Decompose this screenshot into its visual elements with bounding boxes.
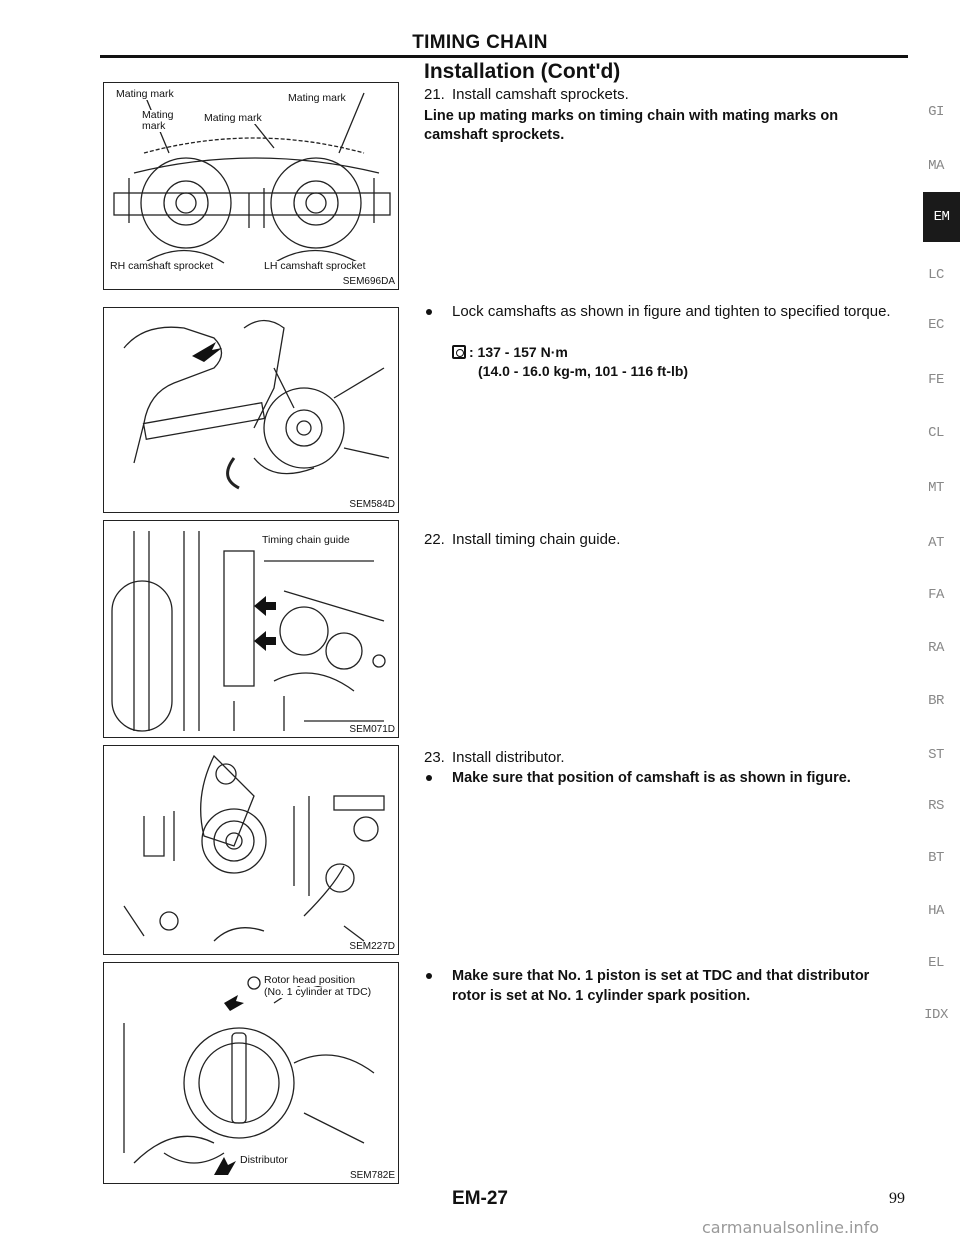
- side-tab-idx[interactable]: IDX: [924, 1007, 948, 1023]
- side-tab-lc[interactable]: LC: [928, 267, 944, 283]
- label-distributor: Distributor: [240, 1154, 288, 1166]
- side-tab-ec[interactable]: EC: [928, 317, 944, 333]
- side-tab-ma[interactable]: MA: [928, 158, 944, 174]
- label-timing-chain-guide: Timing chain guide: [262, 534, 350, 546]
- torque-wrench-icon: [452, 345, 466, 359]
- wrench-illustration: [123, 319, 390, 490]
- bullet-text: Lock camshafts as shown in figure and ti…: [452, 303, 891, 320]
- step-22: 22. Install timing chain guide.: [424, 530, 894, 550]
- side-tab-cl[interactable]: CL: [928, 425, 944, 441]
- bullet-lock-camshafts: Lock camshafts as shown in figure and ti…: [424, 302, 909, 346]
- side-tab-br[interactable]: BR: [928, 693, 944, 709]
- header-rule: [100, 55, 908, 58]
- torque-spec: : 137 - 157 N·m: [452, 343, 568, 362]
- sprocket-illustration: [113, 92, 391, 264]
- figure-code: SEM782E: [349, 1170, 395, 1181]
- label-rotor-head-position: Rotor head position: [264, 974, 356, 986]
- page-number: 99: [889, 1190, 905, 1207]
- figure-timing-chain-guide: Timing chain guide SEM071D: [103, 520, 399, 738]
- bullet-camshaft-position: Make sure that position of camshaft is a…: [424, 768, 909, 790]
- page-code: EM-27: [452, 1188, 508, 1209]
- bullet-text: Make sure that No. 1 piston is set at TD…: [452, 968, 870, 1004]
- camshaft-position-illustration: [123, 754, 385, 942]
- bullet-dot: [426, 973, 432, 979]
- figure-distributor-rotor: Rotor head position (No. 1 cylinder at T…: [103, 962, 399, 1184]
- figure-code: SEM696DA: [342, 276, 395, 287]
- label-mating-mark-center-b: mark: [142, 120, 166, 132]
- step-text: Install distributor.: [452, 749, 565, 766]
- bullet-piston-tdc: Make sure that No. 1 piston is set at TD…: [424, 966, 909, 1010]
- side-tab-mt[interactable]: MT: [928, 480, 944, 496]
- side-tab-fa[interactable]: FA: [928, 587, 944, 603]
- label-mating-mark-left: Mating mark: [116, 88, 174, 100]
- side-tab-em[interactable]: EM: [923, 192, 960, 242]
- label-lh-sprocket: LH camshaft sprocket: [264, 260, 366, 272]
- side-tab-ha[interactable]: HA: [928, 903, 944, 919]
- watermark-text: carmanualsonline.info: [702, 1218, 880, 1237]
- figure-code: SEM227D: [349, 941, 395, 952]
- side-tab-bt[interactable]: BT: [928, 850, 944, 866]
- side-tab-st[interactable]: ST: [928, 747, 944, 763]
- label-rotor-cylinder-tdc: (No. 1 cylinder at TDC): [264, 986, 372, 998]
- side-tab-at[interactable]: AT: [928, 535, 944, 551]
- bullet-text: Make sure that position of camshaft is a…: [452, 770, 851, 786]
- step-number: 21.: [424, 86, 445, 103]
- note-mating-marks: Line up mating marks on timing chain wit…: [424, 108, 839, 143]
- figure-code: SEM584D: [349, 499, 395, 510]
- distributor-illustration: [123, 976, 375, 1175]
- bullet-dot: [426, 775, 432, 781]
- step-number: 22.: [424, 531, 445, 548]
- page-header-title: TIMING CHAIN: [412, 32, 548, 53]
- side-tab-ra[interactable]: RA: [928, 640, 944, 656]
- label-mating-mark-center-a: Mating: [142, 109, 174, 121]
- label-mating-mark-center-c: Mating mark: [204, 112, 262, 124]
- torque-value: : 137 - 157 N·m: [469, 344, 568, 360]
- side-tab-rs[interactable]: RS: [928, 798, 944, 814]
- figure-camshaft-sprockets: Mating mark Mating mark Mating mark Mati…: [103, 82, 399, 290]
- side-tab-gi[interactable]: GI: [928, 104, 944, 120]
- chain-guide-illustration: [111, 531, 386, 732]
- step-number: 23.: [424, 749, 445, 766]
- step-23: 23. Install distributor.: [424, 748, 894, 768]
- side-tab-fe[interactable]: FE: [928, 372, 944, 388]
- figure-lock-camshaft: SEM584D: [103, 307, 399, 513]
- bullet-dot: [426, 309, 432, 315]
- label-rh-sprocket: RH camshaft sprocket: [110, 260, 214, 272]
- step-21: 21. Install camshaft sprockets.: [424, 85, 894, 105]
- section-title: Installation (Cont'd): [424, 60, 621, 83]
- figure-code: SEM071D: [349, 724, 395, 735]
- figure-camshaft-position: SEM227D: [103, 745, 399, 955]
- torque-conversion: (14.0 - 16.0 kg-m, 101 - 116 ft-lb): [478, 363, 689, 379]
- label-mating-mark-right: Mating mark: [288, 92, 346, 104]
- step-text: Install timing chain guide.: [452, 531, 621, 548]
- step-text: Install camshaft sprockets.: [452, 86, 629, 103]
- side-tab-el[interactable]: EL: [928, 955, 944, 971]
